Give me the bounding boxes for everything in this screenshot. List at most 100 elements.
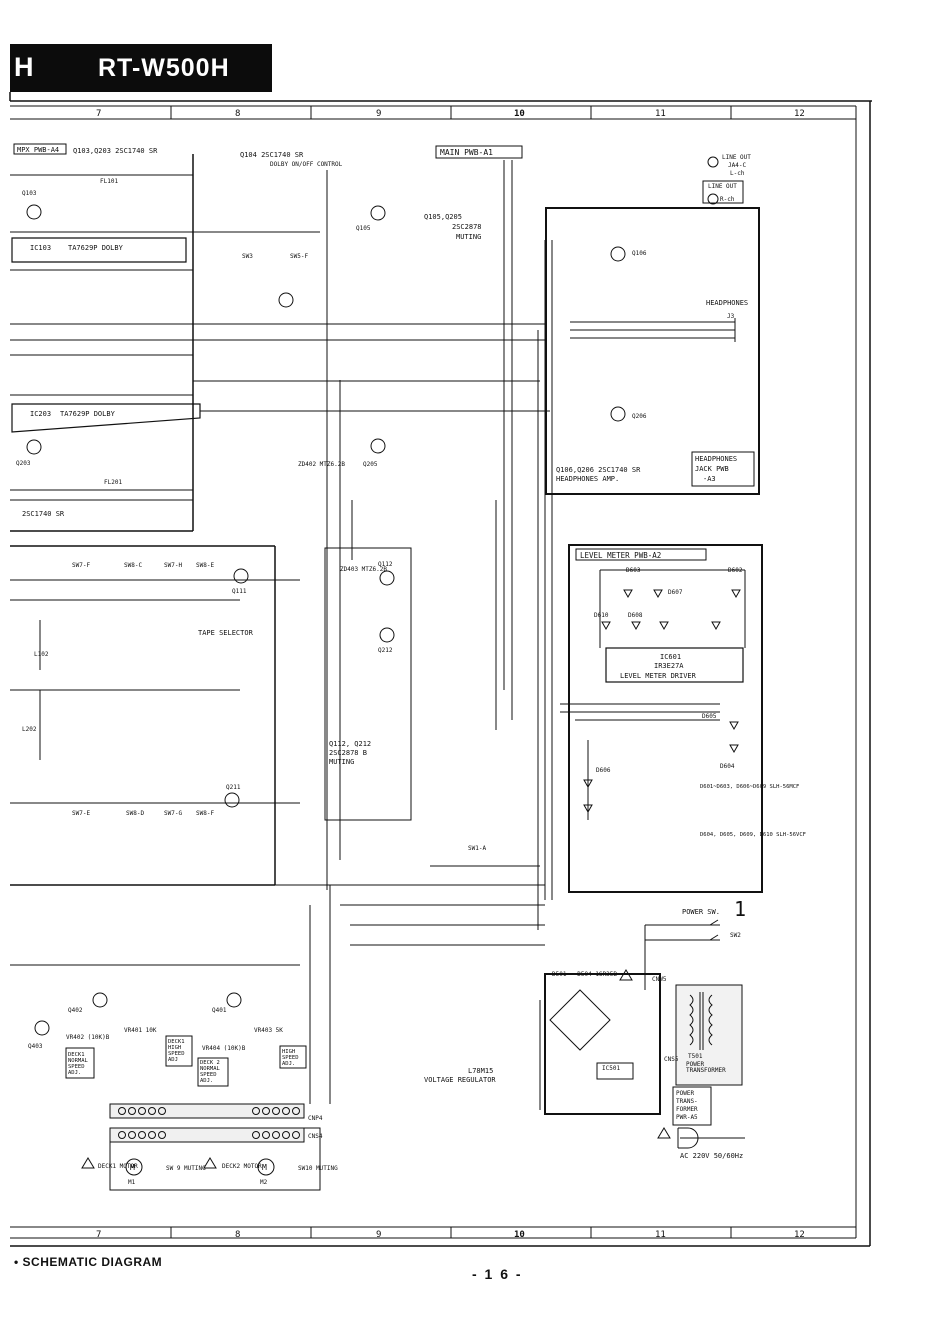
bridge-rectifier bbox=[549, 989, 611, 1051]
footer-title-text: SCHEMATIC DIAGRAM bbox=[22, 1255, 163, 1269]
cnp4-label: CNP4 bbox=[308, 1115, 323, 1122]
j3-label: J3 bbox=[727, 313, 735, 320]
d606-ref: D606 bbox=[596, 767, 611, 774]
headphones-label: HEADPHONES bbox=[706, 299, 748, 307]
vr401-label: VR401 10K bbox=[124, 1027, 157, 1034]
deck1-high-2: HIGH bbox=[168, 1045, 181, 1051]
ac-input-label: AC 220V 50/60Hz bbox=[680, 1152, 743, 1160]
power-transformer-pwb-line1: POWER bbox=[676, 1090, 694, 1097]
deck2-high-3: ADJ. bbox=[282, 1061, 295, 1067]
line-out-jack-ref: JA4-C bbox=[728, 162, 746, 169]
zd402-ref: ZD402 MTZ6.2B bbox=[298, 461, 345, 468]
motor-control-transistors bbox=[34, 992, 242, 1036]
q112-q212-transistors bbox=[379, 570, 395, 643]
deck2-normal-2: NORMAL bbox=[200, 1066, 221, 1072]
sw10-label: SW10 MUTING bbox=[298, 1165, 338, 1172]
l202-ref: L202 bbox=[22, 726, 37, 733]
ic501-part: L78M15 bbox=[468, 1067, 493, 1075]
sw7h-label: SW7-H bbox=[164, 562, 182, 569]
q103-ref: Q103 bbox=[22, 190, 37, 197]
sw9-label: SW 9 MUTING bbox=[166, 1165, 206, 1172]
footer-title: • SCHEMATIC DIAGRAM bbox=[14, 1255, 162, 1269]
sw5f-label: SW5-F bbox=[290, 253, 308, 260]
ic103-ref: IC103 bbox=[30, 244, 51, 252]
power-transformer-pwb-box bbox=[672, 1086, 712, 1126]
deck2-normal-3: SPEED bbox=[200, 1072, 217, 1078]
power-switch-lines bbox=[644, 919, 720, 990]
zd403-ref: ZD403 MTZ6.2B bbox=[340, 566, 387, 573]
ic601-part: IR3E27A bbox=[654, 662, 684, 670]
deck2-normal-4: ADJ. bbox=[200, 1078, 213, 1084]
q105-ref: Q105 bbox=[356, 225, 371, 232]
headphones-jack-pwb-line1: HEADPHONES bbox=[695, 455, 737, 463]
model-header-bar: H RT-W500H bbox=[10, 44, 272, 92]
ic601-ref: IC601 bbox=[660, 653, 681, 661]
sw7f-label: SW7-F bbox=[72, 562, 90, 569]
voltage-regulator-label: VOLTAGE REGULATOR bbox=[424, 1076, 496, 1084]
sw8f-label: SW8-F bbox=[196, 810, 214, 817]
ic103-dolby-chip bbox=[11, 237, 187, 263]
deck1-motor-label: DECK1 MOTOR bbox=[98, 1163, 138, 1170]
d608-ref: D608 bbox=[628, 612, 643, 619]
col-label-top-8: 8 bbox=[235, 109, 240, 119]
mpx-pwb-label: MPX PWB-A4 bbox=[17, 146, 59, 154]
q106-ref: Q106 bbox=[632, 250, 647, 257]
mpx-pwb-label-box bbox=[13, 143, 67, 155]
deck2-normal-1: DECK 2 bbox=[200, 1060, 220, 1066]
col-label-bottom-8: 8 bbox=[235, 1230, 240, 1240]
headphone-transistors bbox=[610, 246, 626, 422]
tape-switch-lines bbox=[10, 568, 300, 808]
cnp4-connector bbox=[109, 1103, 305, 1119]
power-sw-label: POWER SW. bbox=[682, 908, 720, 916]
deck1-normal-4: ADJ. bbox=[68, 1070, 81, 1076]
ic601-function: LEVEL METER DRIVER bbox=[620, 672, 697, 680]
motor-section-outline bbox=[109, 1127, 321, 1191]
vr402-label: VR402 (10K)B bbox=[66, 1034, 110, 1041]
power-transformer-pwb-line3: FORMER bbox=[676, 1106, 698, 1113]
headphones-jack-lines bbox=[570, 318, 736, 342]
level-meter-label: LEVEL METER PWB-A2 bbox=[580, 551, 661, 560]
level-meter-lines bbox=[560, 569, 746, 820]
deck2-high-box bbox=[279, 1045, 307, 1069]
transformer-windings bbox=[689, 992, 713, 1050]
footer-bullet: • bbox=[14, 1255, 19, 1269]
mpx-signal-lines bbox=[10, 174, 550, 501]
level-meter-label-box bbox=[575, 548, 707, 561]
q105-part-label: 2SC2878 bbox=[452, 223, 482, 231]
bottom-grid-band bbox=[10, 1226, 856, 1239]
top-grid-band bbox=[10, 105, 856, 120]
sw7g-label: SW7-G bbox=[164, 810, 182, 817]
level-meter-leds bbox=[583, 589, 741, 814]
q112-board-outline bbox=[324, 547, 412, 821]
ac-plug-symbol bbox=[677, 1127, 745, 1149]
t501-power: POWER bbox=[686, 1061, 704, 1068]
cns4-connector bbox=[109, 1127, 305, 1143]
t501-ref: T501 bbox=[688, 1053, 703, 1060]
power-rail-lines bbox=[10, 865, 545, 1110]
q205-ref: Q205 bbox=[363, 461, 378, 468]
mpx-2sc1740-label: 2SC1740 SR bbox=[22, 510, 65, 518]
headphones-jack-pwb-line3: -A3 bbox=[703, 475, 716, 483]
power-transformer-pwb-line2: TRANS- bbox=[676, 1098, 698, 1105]
q206-ref: Q206 bbox=[632, 413, 647, 420]
muting-transistors bbox=[370, 205, 386, 454]
q105-q205-label: Q105,Q205 bbox=[424, 213, 462, 221]
ic501-ref: IC501 bbox=[602, 1065, 620, 1072]
fl101-ref: FL101 bbox=[100, 178, 118, 185]
sw8c-label: SW8-C bbox=[124, 562, 142, 569]
caution-icons bbox=[81, 969, 671, 1169]
deck1-normal-box bbox=[65, 1047, 95, 1079]
headphones-jack-pwb-line2: JACK PWB bbox=[695, 465, 729, 473]
ic203-dolby-chip bbox=[11, 403, 201, 433]
d605-ref: D605 bbox=[702, 713, 717, 720]
d604-note: D604, D605, D609, D610 SLH-56VCF bbox=[700, 832, 806, 838]
q211-ref: Q211 bbox=[226, 784, 241, 791]
ic501-chip bbox=[596, 1062, 634, 1080]
col-label-bottom-12: 12 bbox=[794, 1230, 805, 1240]
sw1a-label: SW1-A bbox=[468, 845, 486, 852]
deck1-high-4: ADJ bbox=[168, 1057, 178, 1063]
model-number: RT-W500H bbox=[98, 54, 230, 82]
power-transformer-pwb-line4: PWR-A5 bbox=[676, 1114, 698, 1121]
d601-note: D601~D603, D606~D609 SLH-56MCF bbox=[700, 784, 799, 790]
